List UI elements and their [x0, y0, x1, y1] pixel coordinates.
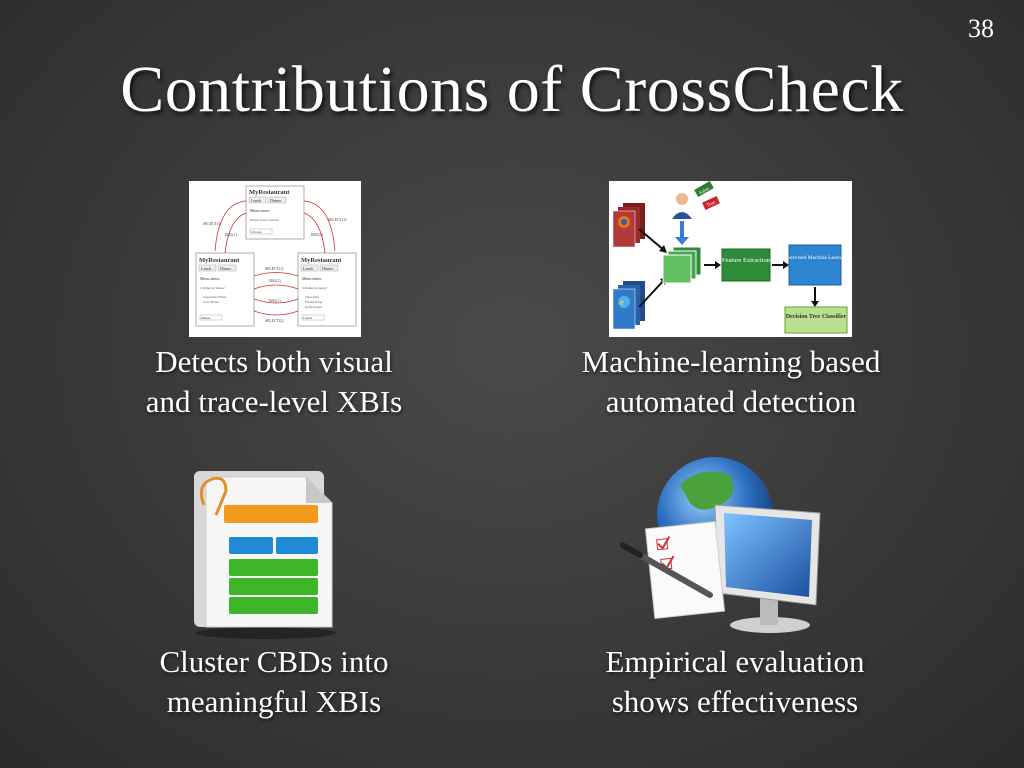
tab-lunch-label: Lunch — [251, 198, 261, 203]
edge-label-select1-left: SELECT(1) — [203, 222, 222, 226]
green-row — [229, 578, 318, 595]
caption-empirical-eval: Empirical evaluation shows effectiveness — [535, 642, 935, 722]
supervised-ml-box — [788, 244, 842, 286]
right-dish-1: Shawarma — [305, 295, 319, 299]
menu-items-label-right: Menu items: — [302, 276, 322, 281]
green-row — [229, 559, 318, 576]
caption-ml-detection: Machine-learning based automated detecti… — [531, 342, 931, 422]
restaurant-title-left: MyRestaurant — [199, 257, 240, 264]
blue-cell — [276, 537, 318, 554]
person-icon — [676, 193, 688, 205]
evaluation-icon — [619, 455, 830, 640]
right-dish-2: Falafel Wrap — [305, 300, 322, 304]
menu-items-label: Menu items: — [250, 208, 270, 213]
caption-cluster-cbds: Cluster CBDs into meaningful XBIs — [74, 642, 474, 722]
left-dish-1: Vegetarian Platter — [203, 295, 227, 299]
edge-label-select1-middle: SELECT(1) — [265, 267, 284, 271]
decision-tree-label: Decision Tree Classifier — [786, 314, 847, 320]
blue-cell — [229, 537, 273, 554]
caption-line: Empirical evaluation — [605, 644, 865, 679]
edge-label-select1-right: SELECT(1) — [328, 218, 347, 222]
tab-dinner-label-right: Dinner — [322, 266, 334, 271]
caption-line: Cluster CBDs into — [159, 644, 389, 679]
edge-arrow — [253, 284, 299, 290]
tab-lunch-label-right: Lunch — [303, 266, 313, 271]
select-option-text: Please select options — [250, 218, 280, 222]
caption-line: and trace-level XBIs — [145, 384, 403, 419]
svg-text:e: e — [620, 297, 624, 307]
edge-label-img2: IMG(2) — [269, 279, 282, 283]
caption-line: automated detection — [605, 384, 857, 419]
left-dish-2: Gyro Platter — [203, 300, 220, 304]
false-label: False — [699, 186, 711, 196]
edge-arrow — [253, 298, 299, 304]
caption-line: Machine-learning based — [581, 344, 881, 379]
cluster-document-icon — [186, 465, 346, 645]
edge-label-img1-left: IMG(1) — [225, 233, 238, 237]
slide-title: Contributions of CrossCheck — [120, 53, 904, 126]
green-row — [229, 597, 318, 614]
tab-lunch-label-left: Lunch — [201, 266, 211, 271]
paperclip-icon — [199, 476, 228, 516]
edge-arrow — [214, 200, 247, 252]
slide-number: 38 — [968, 14, 994, 43]
menu-items-label-left: Menu items: — [200, 276, 220, 281]
arrow — [638, 228, 666, 252]
feature-extraction-box — [721, 248, 771, 282]
edge-arrow — [253, 272, 299, 277]
lunch-select: Lunch — [303, 316, 312, 320]
caption-visual-trace: Detects both visual and trace-level XBIs — [74, 342, 474, 422]
edge-arrow — [224, 212, 247, 254]
decision-tree-box — [784, 306, 848, 334]
state-graph-image: MyRestaurant Lunch Dinner Menu items: Pl… — [189, 181, 361, 337]
dishes-count-right: 3 dishes in menu! — [302, 286, 327, 290]
right-dish-3: Kafta Kebab — [305, 305, 322, 309]
dishes-count-left: 2 dishes in menu! — [200, 286, 225, 290]
ml-pipeline-image: e False True Feature Extraction Supervis… — [609, 181, 852, 337]
arrow — [638, 278, 666, 308]
edge-label-img0-right: IMG(0) — [311, 233, 324, 237]
caption-line: shows effectiveness — [611, 684, 859, 719]
dinner-select: Dinner — [201, 316, 212, 320]
edge-arrow — [253, 310, 299, 316]
tab-dinner-label: Dinner — [270, 198, 282, 203]
edge-label-img1-middle: IMG(1) — [269, 299, 282, 303]
true-label: True — [706, 200, 717, 209]
tab-dinner-label-left: Dinner — [220, 266, 232, 271]
checklist-icon — [644, 521, 726, 619]
caption-line: Detects both visual — [155, 344, 393, 379]
restaurant-title: MyRestaurant — [249, 189, 290, 196]
restaurant-title-right: MyRestaurant — [301, 257, 342, 264]
caption-line: meaningful XBIs — [166, 684, 382, 719]
feature-extraction-label: Feature Extraction — [722, 257, 771, 264]
edge-label-select2: SELECT(2) — [265, 319, 284, 323]
supervised-ml-label: Supervised Machine Learning — [782, 255, 849, 261]
ie-icon — [618, 296, 630, 308]
orange-bar — [224, 505, 318, 523]
edge-arrow — [303, 212, 326, 254]
choose-select: Choose — [251, 230, 262, 234]
edge-arrow — [303, 200, 336, 252]
